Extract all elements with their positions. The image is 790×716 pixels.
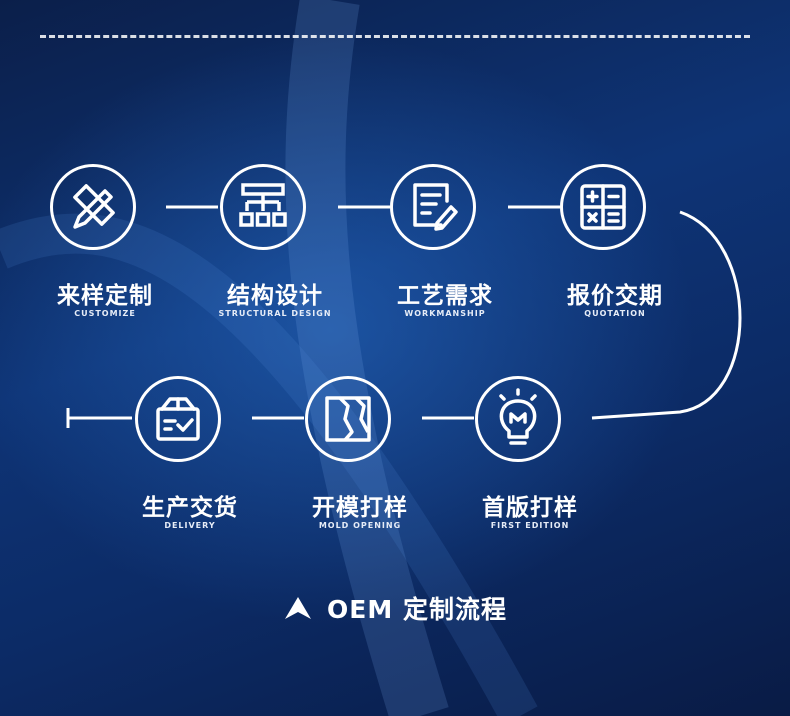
step-label: 报价交期: [567, 283, 663, 309]
connector-4-5-curve: [591, 210, 742, 420]
document-edit-icon: [413, 183, 458, 231]
step-sublabel: MOLD OPENING: [318, 521, 402, 530]
mold-icon: [325, 396, 371, 442]
light-bulb-icon: [499, 388, 537, 445]
step-node-workmanship: [390, 164, 476, 250]
delivery-box-icon: [156, 397, 200, 441]
footer-title: OEM 定制流程: [327, 595, 507, 624]
top-dashed-divider: [40, 35, 750, 38]
step-node-customize: [50, 164, 136, 250]
step-sublabel: QUOTATION: [584, 309, 646, 318]
step-label: 工艺需求: [397, 283, 493, 309]
step-sublabel: WORKMANSHIP: [404, 309, 486, 318]
step-label: 来样定制: [57, 283, 153, 309]
ruler-pencil-icon: [73, 184, 115, 229]
step-node-mold-opening: [305, 376, 391, 462]
step-node-structural-design: [220, 164, 306, 250]
step-label: 开模打样: [312, 495, 408, 521]
footer: OEM 定制流程: [0, 588, 790, 628]
step-node-quotation: [560, 164, 646, 250]
step-node-first-edition: [475, 376, 561, 462]
step-sublabel: DELIVERY: [164, 521, 216, 530]
step-label: 首版打样: [482, 495, 578, 521]
step-sublabel: FIRST EDITION: [490, 521, 570, 530]
calculator-icon: [580, 184, 626, 230]
step-label: 生产交货: [142, 495, 238, 521]
step-sublabel: STRUCTURAL DESIGN: [218, 309, 332, 318]
step-label: 结构设计: [227, 283, 323, 309]
step-sublabel: CUSTOMIZE: [74, 309, 136, 318]
arrow-up-icon: [285, 597, 312, 619]
step-node-delivery: [135, 376, 221, 462]
org-structure-icon: [239, 183, 287, 227]
